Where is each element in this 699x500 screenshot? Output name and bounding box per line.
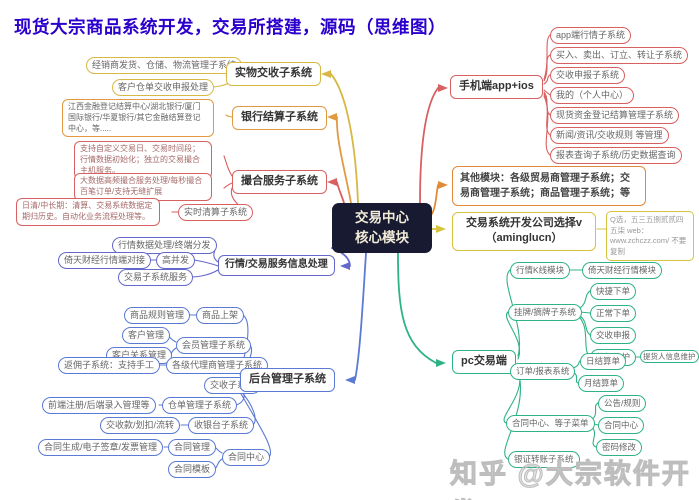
center-line1: 交易中心 — [355, 210, 409, 226]
node-backoffice-mgmt-system: 后台管理子系统 — [240, 368, 335, 392]
node-matching-service-system: 撮合服务子系统 — [232, 170, 327, 194]
node-vendor-contact-note: Q选，五三五捌贰贰四五柒 web：www.zchczz.com/ 不要复制 — [606, 211, 694, 261]
node-contract-template: 合同模板 — [168, 461, 217, 479]
node-monthly-statement: 月结算单 — [578, 375, 625, 392]
node-market-trade-info-processing: 行情/交易服务信息处理 — [218, 255, 335, 276]
node-report-query-subsystem: 报表查询子系统/历史数据查询 — [550, 147, 682, 165]
node-vendor-selection: 交易系统开发公司选择v （aminglucn） — [452, 212, 596, 251]
center-node: 交易中心 核心模块 — [332, 203, 432, 253]
node-order-report-system: 订单/报表系统 — [510, 363, 576, 380]
node-kline-module: 行情K线模块 — [510, 262, 571, 279]
node-dealer-shipping: 经销商发货、仓储、物流管理子系统 — [86, 57, 243, 75]
node-product-shelf: 商品上架 — [196, 307, 245, 325]
node-member-mgmt-system: 会员管理子系统 — [176, 337, 252, 355]
node-contract-generation: 合同生成/电子签章/发票管理 — [38, 439, 164, 457]
node-contract-center-left: 合同中心 — [222, 449, 271, 467]
vendor-line1: 交易系统开发公司选择v — [465, 217, 583, 229]
node-listing-delisting-subsystem: 挂牌/摘牌子系统 — [508, 304, 582, 321]
node-warehouse-receipt-system: 仓单管理子系统 — [162, 397, 238, 415]
node-password-change: 密码修改 — [596, 439, 643, 456]
page-title: 现货大宗商品系统开发，交易所搭建，源码（思维图） — [14, 17, 446, 37]
node-clearing-note: 日清/中长期：清算、交易系统数据定期归历史。自动化业务流程处理等。 — [16, 198, 160, 226]
node-warehouse-receipt-declare: 客户仓单交收申报处理 — [112, 79, 215, 97]
node-other-modules: 其他模块：各级贸易商管理子系统；交易商管理子系统；商品管理子系统；等 — [452, 166, 646, 206]
node-contract-center-right: 合同中心 — [598, 417, 645, 434]
node-physical-delivery-system: 实物交收子系统 — [226, 62, 321, 86]
node-contract-center-menu: 合同中心、等子菜单 — [506, 415, 595, 432]
node-matching-note2: 大数据高频撮合服务处理/每秒撮合百笔订单/支持无缝扩展 — [74, 173, 212, 201]
node-spot-fund-registration: 现货资金登记结算管理子系统 — [550, 107, 680, 125]
node-trade-subsystem-service: 交易子系统服务 — [118, 269, 194, 287]
node-contract-mgmt: 合同管理 — [168, 439, 217, 457]
node-bank-list-note: 江西金融登记结算中心/湖北银行/厦门国际银行/华夏银行/其它金融结算登记中心，等… — [62, 99, 214, 138]
node-cashier-system: 收银台子系统 — [188, 417, 255, 435]
node-quick-order: 快捷下单 — [590, 283, 637, 300]
node-product-rule-mgmt: 商品规则管理 — [124, 307, 191, 325]
node-daily-statement: 日结算单 — [580, 353, 627, 370]
center-line2: 核心模块 — [355, 230, 409, 245]
node-delivery-declare: 交收申报 — [590, 327, 637, 344]
node-notice-rules: 公告/规则 — [598, 395, 647, 412]
node-delivery-declare-subsystem: 交收申报子系统 — [550, 67, 626, 85]
node-rebate-system: 返佣子系统：支持手工 — [58, 357, 161, 375]
node-register-entry-mgmt: 前端注册/后端录入管理等 — [42, 397, 156, 415]
node-high-concurrency: 高并发 — [156, 252, 196, 270]
node-consignee-info-maintenance: 提货人信息维护 — [640, 350, 699, 364]
node-normal-order: 正常下单 — [590, 305, 637, 322]
watermark: 知乎 @大宗软件开发 — [450, 459, 691, 500]
node-bank-settlement-system: 银行结算子系统 — [232, 106, 327, 130]
node-realtime-clearing-system: 实时清算子系统 — [178, 204, 254, 222]
node-payment-flow: 交收款/划扣/流转 — [100, 417, 181, 435]
node-app-market-subsystem: app端行情子系统 — [550, 27, 632, 45]
node-news-rules-mgmt: 新闻/资讯/交收规则 等管理 — [550, 127, 669, 145]
node-pc-trading-terminal: pc交易端 — [452, 350, 516, 374]
node-buy-sell-transfer-subsystem: 买入、卖出、订立、转让子系统 — [550, 47, 689, 65]
vendor-line2: （aminglucn） — [485, 232, 563, 245]
node-bank-transfer-subsystem: 银证转账子系统 — [508, 451, 580, 468]
node-mobile-app-ios: 手机端app+ios — [450, 75, 543, 99]
node-yitian-market-module: 倚天财经行情模块 — [582, 262, 663, 279]
node-customer-mgmt: 客户管理 — [122, 327, 171, 345]
node-matching-note1: 支持自定义交易日、交易时间段；行情数据初始化；独立的交易撮合主机服务。 — [74, 141, 212, 180]
node-my-personal-center: 我的（个人中心） — [550, 87, 635, 105]
node-yitian-feed-link: 倚天财经行情端对接 — [58, 252, 152, 270]
